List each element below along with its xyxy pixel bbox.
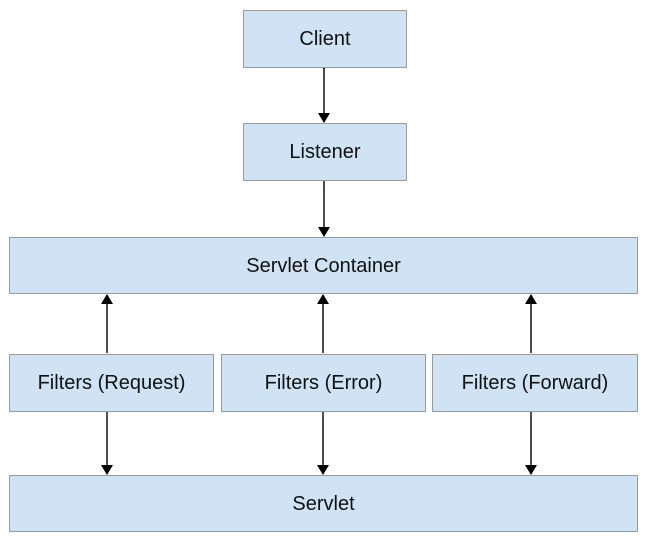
node-servlet-container: Servlet Container [9, 237, 638, 294]
node-label-listener: Listener [289, 141, 361, 163]
node-label-servlet-container: Servlet Container [246, 254, 401, 277]
node-label-client: Client [299, 28, 351, 50]
node-label-filters-error: Filters (Error) [264, 372, 383, 394]
node-filters-request: Filters (Request) [9, 354, 214, 412]
node-filters-error: Filters (Error) [221, 354, 426, 412]
node-filters-forward: Filters (Forward) [432, 354, 638, 412]
node-servlet: Servlet [9, 475, 638, 532]
node-label-filters-forward: Filters (Forward) [461, 372, 609, 394]
node-client: Client [243, 10, 407, 68]
node-listener: Listener [243, 123, 407, 181]
node-label-filters-request: Filters (Request) [37, 372, 186, 394]
node-label-servlet: Servlet [292, 492, 355, 515]
